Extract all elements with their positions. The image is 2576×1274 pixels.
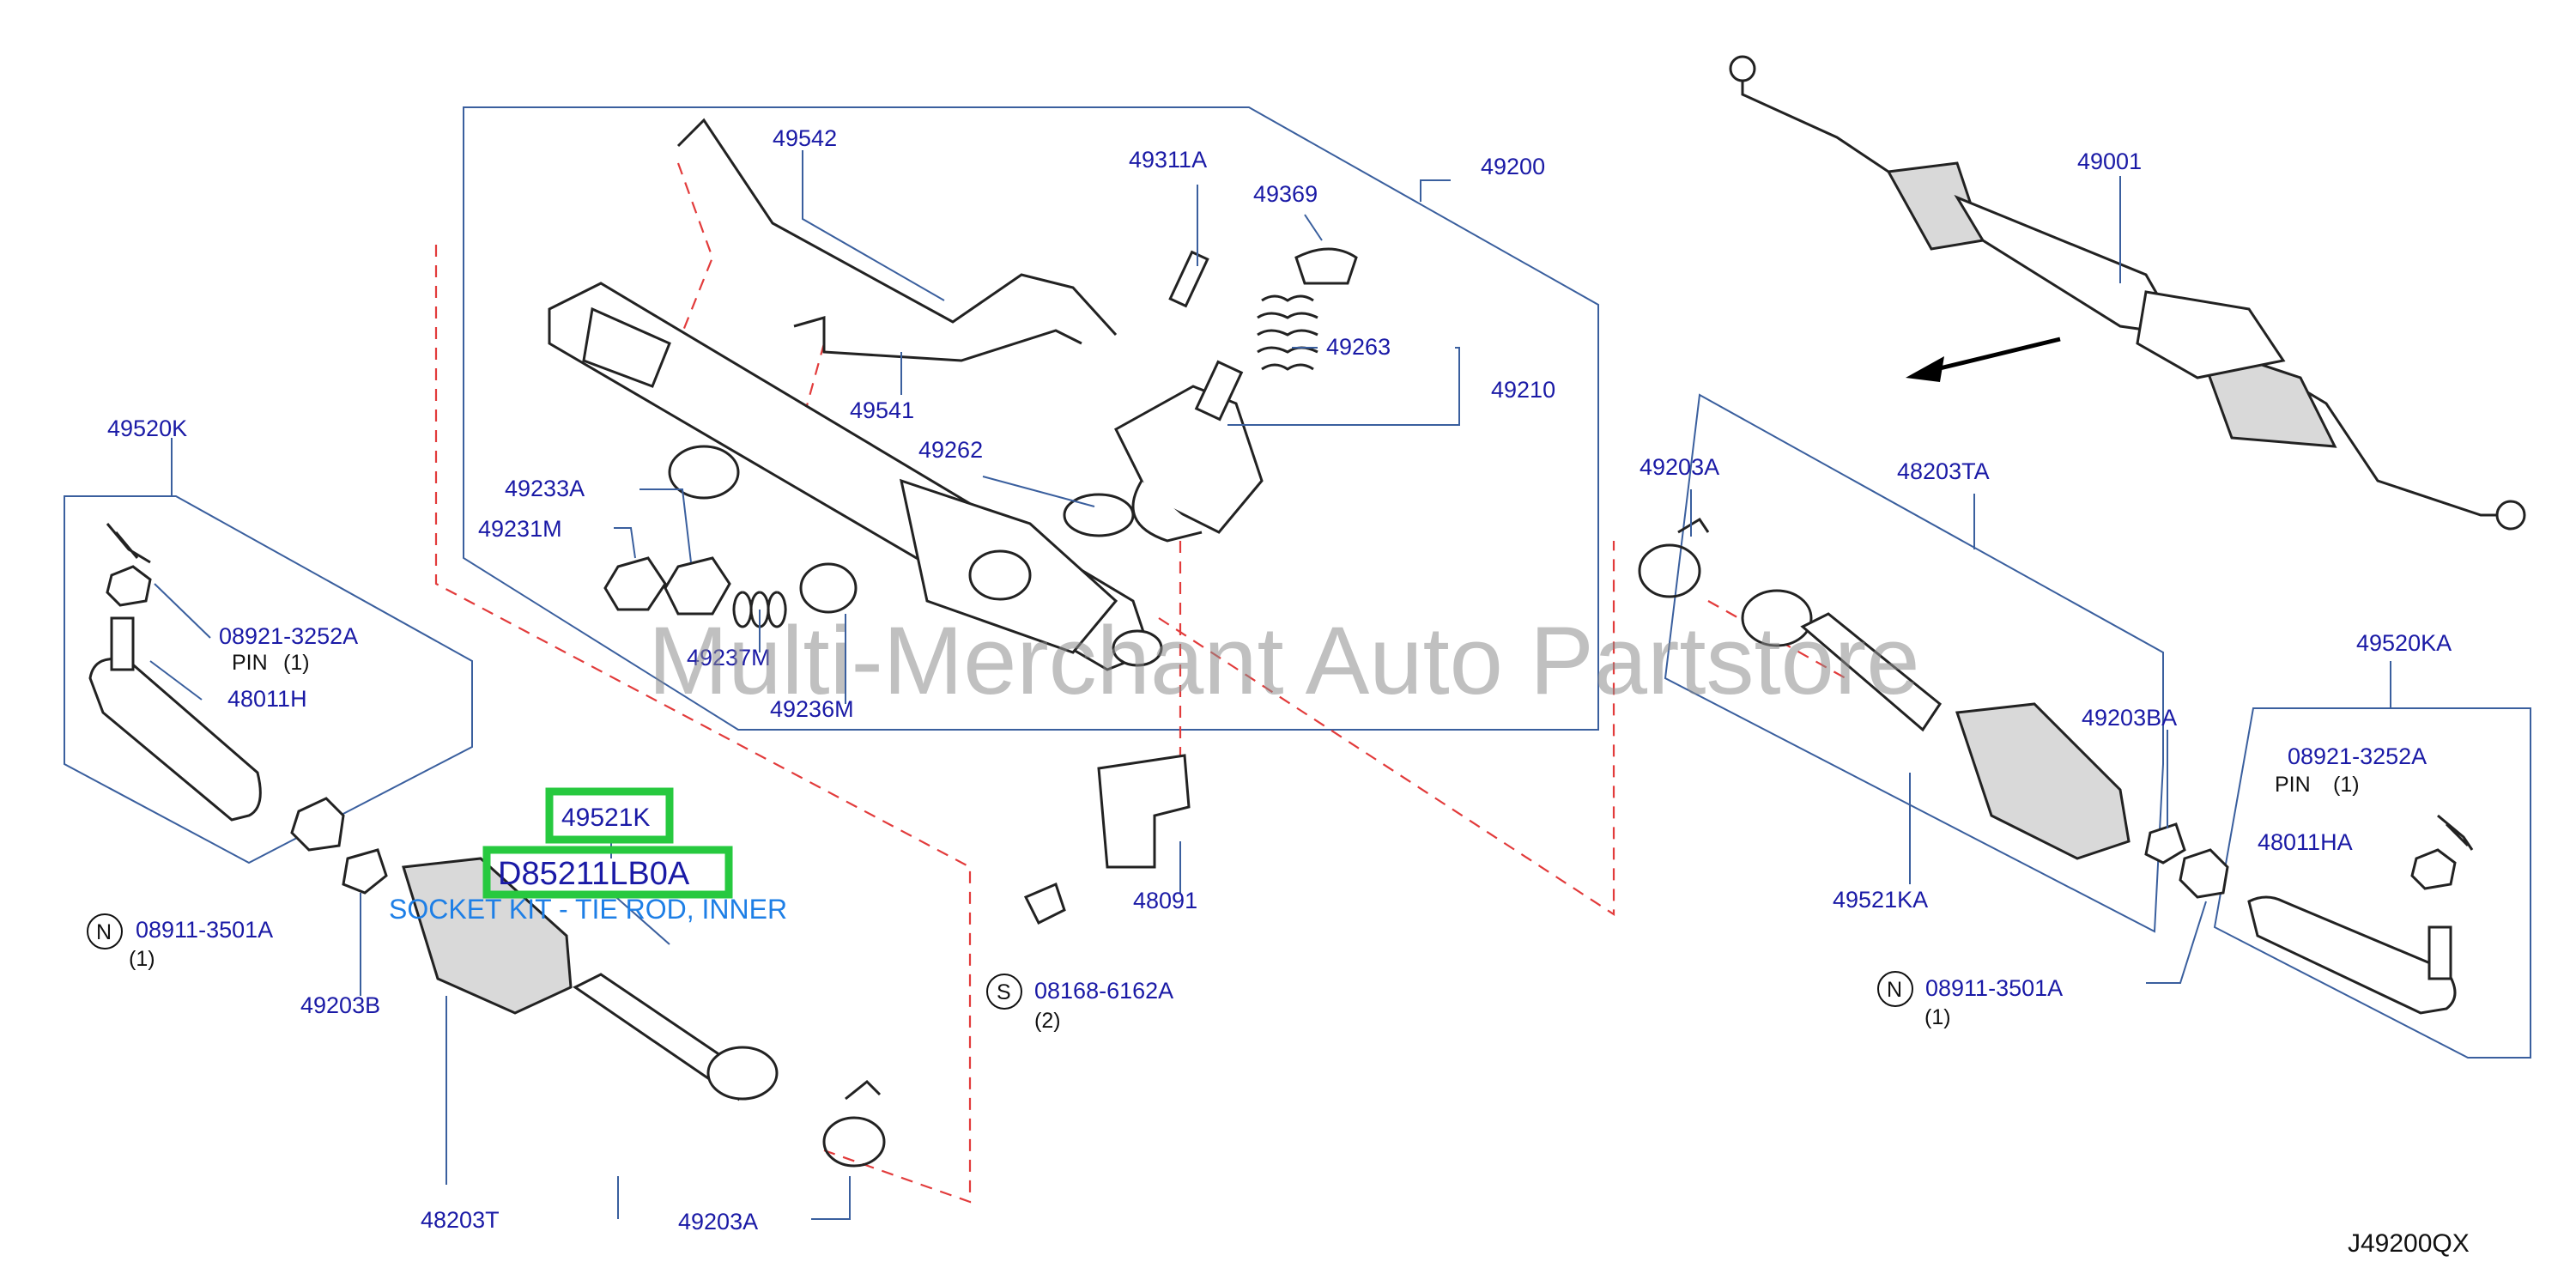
- callout-48011H: 48011H: [227, 686, 307, 712]
- note-pin-no-left: 08921-3252A: [219, 623, 358, 649]
- frame-tie-rod-left: [64, 495, 473, 864]
- note-pin-no-right: 08921-3252A: [2288, 743, 2427, 769]
- inner-socket-ball: [706, 1046, 779, 1101]
- highlight-partno[interactable]: 49521K: [561, 804, 650, 832]
- note-pin-qty-right: (1): [2333, 773, 2360, 797]
- note-pin-right: PIN: [2275, 773, 2311, 797]
- callout-49203B: 49203B: [300, 992, 380, 1018]
- cap-49369: [1294, 247, 1358, 285]
- nut-right: [2179, 848, 2229, 899]
- note-nut-qty-right: (1): [1924, 1005, 1951, 1029]
- highlight-partno-box[interactable]: [545, 787, 674, 844]
- dash-right-inner: [1707, 600, 1846, 679]
- tierod-end-left: [88, 658, 262, 822]
- callout-49203A-bottom: 49203A: [678, 1209, 758, 1235]
- callout-49369: 49369: [1253, 181, 1318, 207]
- bushing-49236M: [799, 562, 858, 614]
- clip-small-left: [342, 848, 388, 895]
- callout-49311A: 49311A: [1129, 147, 1207, 173]
- highlight-leader-2: [610, 892, 670, 945]
- symbol-s-text: S: [997, 980, 1011, 1004]
- pin-left: [106, 523, 151, 564]
- frame-gear-housing: [463, 106, 1599, 731]
- pin-right: [2437, 814, 2474, 851]
- rack-housing-end: [582, 306, 671, 388]
- leader-lines: [149, 150, 2391, 1220]
- pinion-end: [1112, 629, 1163, 667]
- tierod-stud-left: [110, 616, 135, 671]
- callout-49203A-right: 49203A: [1640, 454, 1719, 480]
- symbol-n-right-text: N: [1887, 978, 1902, 1002]
- callout-48203TA: 48203TA: [1897, 458, 1990, 484]
- front-arrow-head: [1906, 356, 1944, 382]
- clamp-49203A-right: [1638, 517, 1710, 598]
- symbol-s: [986, 974, 1022, 1010]
- nut-49203B: [290, 797, 345, 852]
- bolt-49311A: [1168, 250, 1209, 308]
- note-nut-no-left: 08911-3501A: [136, 917, 273, 943]
- housing-mount: [668, 445, 740, 500]
- dash-alignment-left: [434, 245, 972, 1204]
- note-pin-qty-left: (1): [283, 651, 310, 675]
- callout-49541: 49541: [850, 397, 914, 423]
- spring-49263: [1257, 294, 1318, 371]
- tierod-end-top: [1729, 55, 1756, 82]
- dash-alignment-center: [1158, 541, 1615, 917]
- highlight-description: SOCKET KIT - TIE ROD, INNER: [389, 894, 787, 925]
- highlight-oem[interactable]: D85211LB0A: [498, 856, 690, 892]
- callout-48011HA: 48011HA: [2258, 829, 2353, 855]
- boot-48203T: [402, 857, 573, 1015]
- callout-49542: 49542: [773, 125, 837, 151]
- symbol-n-left: [87, 913, 123, 949]
- nut-48011H: [106, 565, 152, 607]
- callout-49237M: 49237M: [687, 645, 771, 670]
- clamp-49203A-left: [822, 1079, 886, 1168]
- tierod-end-right: [2247, 895, 2457, 1015]
- bracket-48091: [1097, 754, 1191, 869]
- valve-port: [968, 549, 1032, 601]
- note-nut-qty-left: (1): [129, 947, 155, 971]
- nut-49231M: [603, 556, 667, 611]
- tierod-stud-right: [2428, 925, 2452, 980]
- inner-rod-49521KA: [1800, 612, 1943, 732]
- watermark: Multi-Merchant Auto Partstore: [648, 607, 1919, 714]
- tierod-end-bottom: [2495, 500, 2526, 531]
- callout-49520K: 49520K: [107, 416, 187, 441]
- highlight-oem-box[interactable]: [482, 846, 733, 899]
- callout-48203T: 48203T: [421, 1207, 500, 1233]
- callout-48091: 48091: [1133, 888, 1197, 913]
- nut-49233A: [664, 556, 731, 616]
- note-bolt-qty: (2): [1034, 1009, 1061, 1033]
- callout-49263: 49263: [1326, 334, 1391, 360]
- oring-49262: [1063, 493, 1135, 537]
- pipe-49542: [676, 118, 1118, 337]
- callout-49262: 49262: [918, 437, 983, 463]
- inner-socket-ball-right: [1741, 589, 1813, 647]
- callout-49203BA: 49203BA: [2082, 705, 2177, 731]
- callout-49233A: 49233A: [505, 476, 585, 501]
- pipe-49541: [793, 316, 1082, 362]
- callout-49210: 49210: [1491, 377, 1555, 403]
- callout-49001: 49001: [2077, 149, 2142, 174]
- symbol-n-left-text: N: [96, 920, 112, 944]
- note-nut-no-right: 08911-3501A: [1925, 975, 2063, 1001]
- callout-49521KA: 49521KA: [1833, 887, 1928, 913]
- rack-gearbox-top: [2136, 290, 2286, 379]
- callout-49236M: 49236M: [770, 696, 854, 722]
- nut-48011HA: [2410, 848, 2457, 890]
- diagram-code: J49200QX: [2348, 1229, 2470, 1258]
- note-bolt-no: 08168-6162A: [1034, 978, 1173, 1004]
- valve-bracket: [1131, 480, 1203, 543]
- symbol-n-right: [1877, 971, 1913, 1007]
- valve-stem: [1194, 360, 1244, 422]
- clip-49203BA: [2144, 822, 2186, 864]
- callout-49200: 49200: [1481, 154, 1545, 179]
- note-pin-left: PIN: [232, 651, 268, 675]
- callout-49520KA: 49520KA: [2356, 630, 2452, 656]
- bolt-08168-6162A: [1023, 882, 1066, 925]
- boot-48203TA: [1955, 702, 2131, 860]
- callout-49231M: 49231M: [478, 516, 562, 542]
